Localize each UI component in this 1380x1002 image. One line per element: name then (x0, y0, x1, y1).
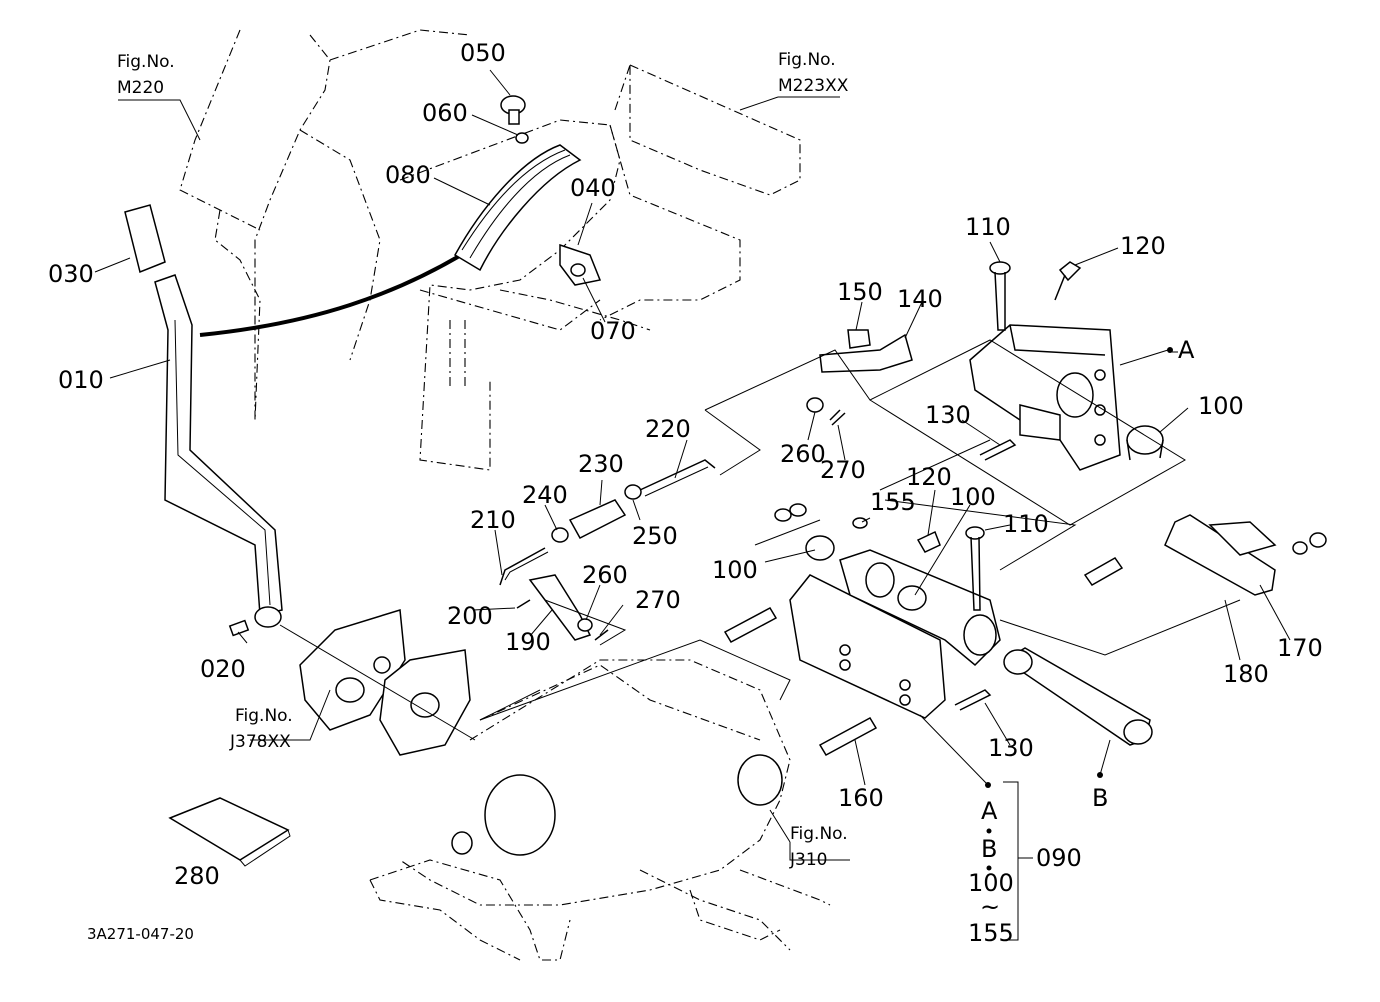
part-label-280: 280 (174, 862, 220, 890)
part-label-170: 170 (1277, 634, 1323, 662)
part-labels: 050 060 080 040 030 070 010 020 280 110 … (48, 39, 1323, 890)
part-label-230: 230 (578, 450, 624, 478)
part-label-220: 220 (645, 415, 691, 443)
part-label-130-upper: 130 (925, 401, 971, 429)
figure-ref-j378xx: Fig.No. J378XX (229, 706, 293, 752)
part-label-020: 020 (200, 655, 246, 683)
part-label-140: 140 (897, 285, 943, 313)
part-label-250: 250 (632, 522, 678, 550)
part-label-200: 200 (447, 602, 493, 630)
assembly-090-number: 090 (1036, 844, 1082, 872)
context-outlines (179, 29, 831, 961)
part-label-130-lower: 130 (988, 734, 1034, 762)
part-label-270-lower: 270 (635, 586, 681, 614)
marker-b: B (1092, 784, 1108, 812)
part-label-100-left: 100 (712, 556, 758, 584)
marker-a: A (1178, 336, 1195, 364)
part-label-270-upper: 270 (820, 456, 866, 484)
drawing-code: 3A271-047-20 (87, 925, 194, 943)
fig-ref-label: Fig.No. (778, 50, 836, 70)
part-label-110-upper: 110 (965, 213, 1011, 241)
part-label-040: 040 (570, 174, 616, 202)
fig-ref-label: Fig.No. (790, 824, 848, 844)
leader-lines (94, 69, 1291, 941)
fig-ref-label: Fig.No. (117, 52, 175, 72)
part-label-070: 070 (590, 317, 636, 345)
part-label-100-upper: 100 (1198, 392, 1244, 420)
assembly-090-item: 155 (968, 919, 1014, 947)
part-drawings (124, 95, 1327, 867)
part-label-110-lower: 110 (1003, 510, 1049, 538)
assembly-090-group: A B 100 ~ 155 090 (968, 797, 1082, 947)
part-label-190: 190 (505, 628, 551, 656)
assembly-090-item: ~ (980, 893, 1000, 921)
part-label-010: 010 (58, 366, 104, 394)
part-label-060: 060 (422, 99, 468, 127)
part-label-180: 180 (1223, 660, 1269, 688)
part-label-030: 030 (48, 260, 94, 288)
part-label-260-upper: 260 (780, 440, 826, 468)
part-label-260-lower: 260 (582, 561, 628, 589)
figure-ref-m223xx: Fig.No. M223XX (778, 50, 849, 96)
part-label-050: 050 (460, 39, 506, 67)
fig-ref-code: M220 (117, 78, 164, 98)
part-label-210: 210 (470, 506, 516, 534)
part-label-155: 155 (870, 488, 916, 516)
assembly-090-item: B (981, 835, 997, 863)
part-label-100-right: 100 (950, 483, 996, 511)
part-label-080: 080 (385, 161, 431, 189)
fig-ref-code: J310 (789, 850, 827, 870)
figure-ref-m220: Fig.No. M220 (117, 52, 175, 98)
assembly-090-item: A (981, 797, 998, 825)
assembly-090-item: 100 (968, 869, 1014, 897)
part-label-240: 240 (522, 481, 568, 509)
figure-ref-j310: Fig.No. J310 (789, 824, 848, 870)
fig-ref-code: J378XX (229, 732, 291, 752)
part-label-160: 160 (838, 784, 884, 812)
part-label-150: 150 (837, 278, 883, 306)
fig-ref-code: M223XX (778, 76, 849, 96)
part-label-120-lower: 120 (906, 463, 952, 491)
fig-ref-label: Fig.No. (235, 706, 293, 726)
part-label-120-upper: 120 (1120, 232, 1166, 260)
